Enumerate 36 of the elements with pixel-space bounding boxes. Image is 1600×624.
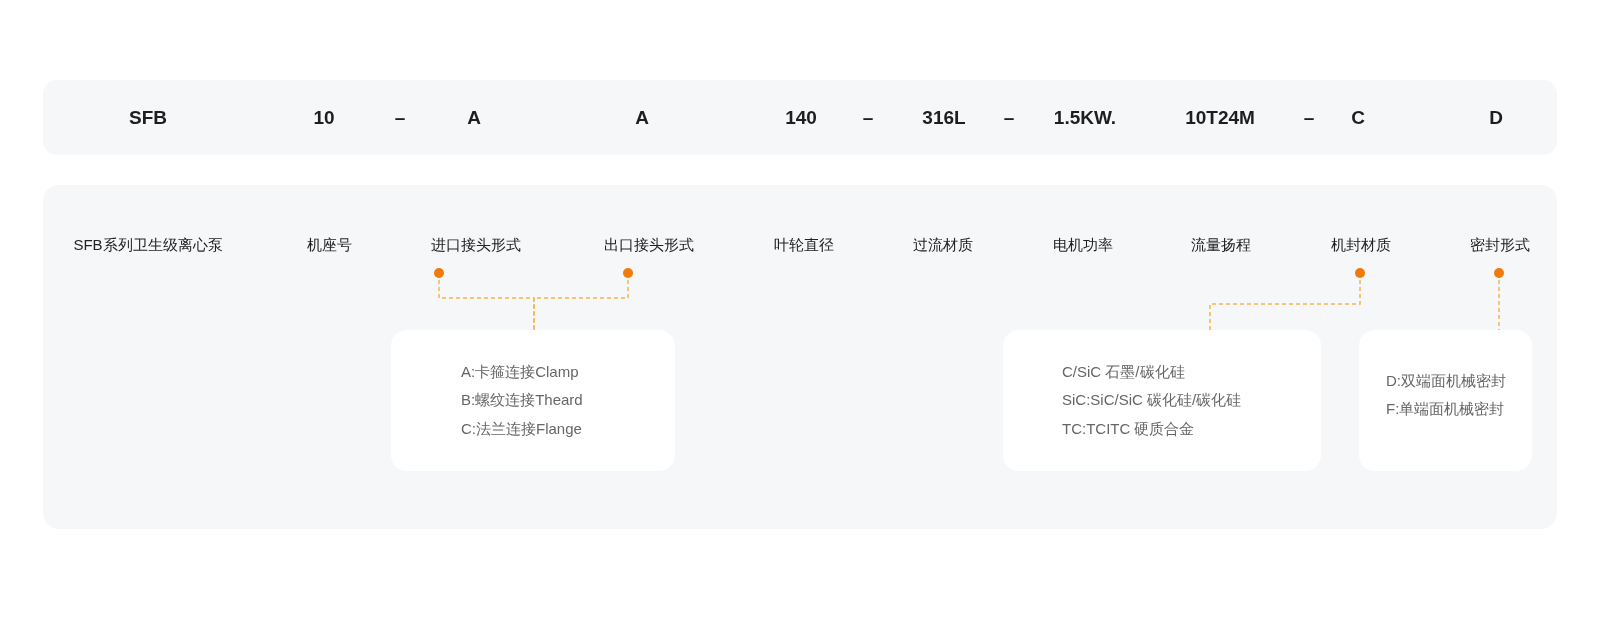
- option-text: C/SiC 石墨/碳化硅: [1062, 363, 1185, 381]
- category-label: 电机功率: [1053, 236, 1113, 254]
- option-text: A:卡箍连接Clamp: [461, 363, 579, 381]
- code-text: SFB: [129, 106, 167, 130]
- code-text: C: [1351, 106, 1365, 130]
- code-text: A: [635, 106, 649, 130]
- option-text: D:双端面机械密封: [1386, 372, 1506, 390]
- category-label: 机座号: [306, 236, 352, 254]
- code-text: 1.5KW.: [1053, 106, 1117, 130]
- info-panel: [43, 185, 1557, 529]
- code-separator: –: [1003, 106, 1015, 130]
- option-card: [1003, 330, 1321, 471]
- category-label: 流量扬程: [1191, 236, 1251, 254]
- code-separator: –: [1303, 106, 1315, 130]
- code-text: 10: [313, 106, 335, 130]
- option-text: F:单端面机械密封: [1386, 400, 1505, 418]
- category-label: 机封材质: [1331, 236, 1391, 254]
- code-text: D: [1489, 106, 1503, 130]
- option-text: TC:TCITC 硬质合金: [1062, 420, 1195, 438]
- option-card: [1359, 330, 1532, 471]
- option-text: SiC:SiC/SiC 碳化硅/碳化硅: [1062, 391, 1242, 409]
- option-text: B:螺纹连接Theard: [461, 391, 583, 409]
- option-text: C:法兰连接Flange: [461, 420, 582, 438]
- category-label: SFB系列卫生级离心泵: [73, 236, 223, 254]
- category-label: 叶轮直径: [774, 236, 834, 254]
- code-text: 140: [785, 106, 817, 130]
- code-text: A: [467, 106, 481, 130]
- category-label: 密封形式: [1470, 236, 1530, 254]
- option-card: [391, 330, 675, 471]
- code-text: 10T24M: [1185, 106, 1255, 130]
- category-label: 进口接头形式: [431, 236, 521, 254]
- code-separator: –: [862, 106, 874, 130]
- category-label: 过流材质: [913, 236, 973, 254]
- code-separator: –: [394, 106, 406, 130]
- code-text: 316L: [922, 106, 966, 130]
- category-label: 出口接头形式: [604, 236, 694, 254]
